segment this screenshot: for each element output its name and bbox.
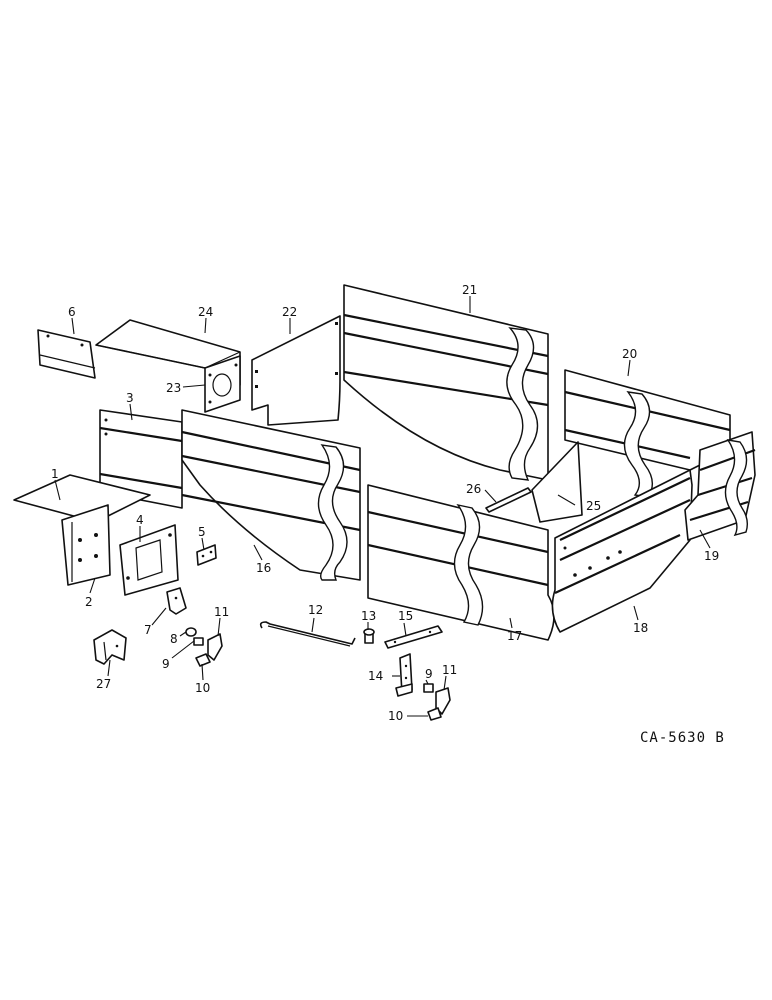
- callout-20: 20: [622, 347, 637, 361]
- callout-13: 13: [361, 609, 376, 623]
- callout-labels: 1 2 3 4 5 6 7 8 9 10 11 12 13 14 15 16 1…: [51, 283, 719, 723]
- callout-6: 6: [68, 305, 76, 319]
- callout-22: 22: [282, 305, 297, 319]
- part-20-side-panel: [564, 369, 731, 498]
- part-21-rear-panel: [343, 284, 549, 481]
- callout-15: 15: [398, 609, 413, 623]
- callout-7: 7: [144, 623, 152, 637]
- part-10-latch: [195, 653, 211, 667]
- callout-11-right: 11: [442, 663, 457, 677]
- part-9-nut-right: [423, 683, 434, 693]
- part-8-washer: [185, 627, 197, 637]
- callout-25: 25: [586, 499, 601, 513]
- callout-16: 16: [256, 561, 271, 575]
- callout-10: 10: [195, 681, 210, 695]
- part-11-handle: [207, 633, 223, 661]
- callout-10-right: 10: [388, 709, 403, 723]
- callout-8: 8: [170, 632, 178, 646]
- callout-23: 23: [166, 381, 181, 395]
- figure-code: CA-5630 B: [640, 730, 725, 746]
- part-22-side-panel: [251, 315, 341, 426]
- part-27-corner-bracket: [93, 629, 127, 665]
- callout-17: 17: [507, 629, 522, 643]
- callout-27: 27: [96, 677, 111, 691]
- callout-3: 3: [126, 391, 134, 405]
- callout-19: 19: [704, 549, 719, 563]
- callout-12: 12: [308, 603, 323, 617]
- part-19-end-boards: [684, 431, 756, 541]
- part-2-bracket-plate: [61, 504, 111, 586]
- callout-9-right: 9: [425, 667, 433, 681]
- callout-18: 18: [633, 621, 648, 635]
- part-7-bracket: [166, 587, 187, 615]
- callout-14: 14: [368, 669, 383, 683]
- part-4-window-plate: [119, 524, 179, 596]
- part-12-rod: [259, 621, 356, 647]
- part-10-latch-right: [427, 707, 442, 721]
- part-5-clip: [196, 544, 217, 566]
- leader-lines: [54, 296, 711, 717]
- part-14-bracket: [395, 653, 413, 697]
- callout-9: 9: [162, 657, 170, 671]
- callout-26: 26: [466, 482, 481, 496]
- callout-4: 4: [136, 513, 144, 527]
- part-9-nut: [193, 637, 204, 646]
- part-1-floor-plate: [13, 474, 151, 523]
- callout-11: 11: [214, 605, 229, 619]
- callout-5: 5: [198, 525, 206, 539]
- part-26-bar: [485, 487, 532, 513]
- callout-24: 24: [198, 305, 213, 319]
- callout-21: 21: [462, 283, 477, 297]
- part-13-bolt: [363, 628, 375, 644]
- callout-2: 2: [85, 595, 93, 609]
- part-3-side-board: [99, 409, 183, 509]
- part-6-plate: [37, 329, 96, 379]
- part-17-front-panel: [367, 484, 555, 641]
- part-16-side-panel: [181, 409, 361, 581]
- part-23-end-block: [204, 355, 241, 413]
- part-15-strap: [384, 625, 443, 649]
- part-11-handle-right: [435, 687, 451, 715]
- callout-1: 1: [51, 467, 59, 481]
